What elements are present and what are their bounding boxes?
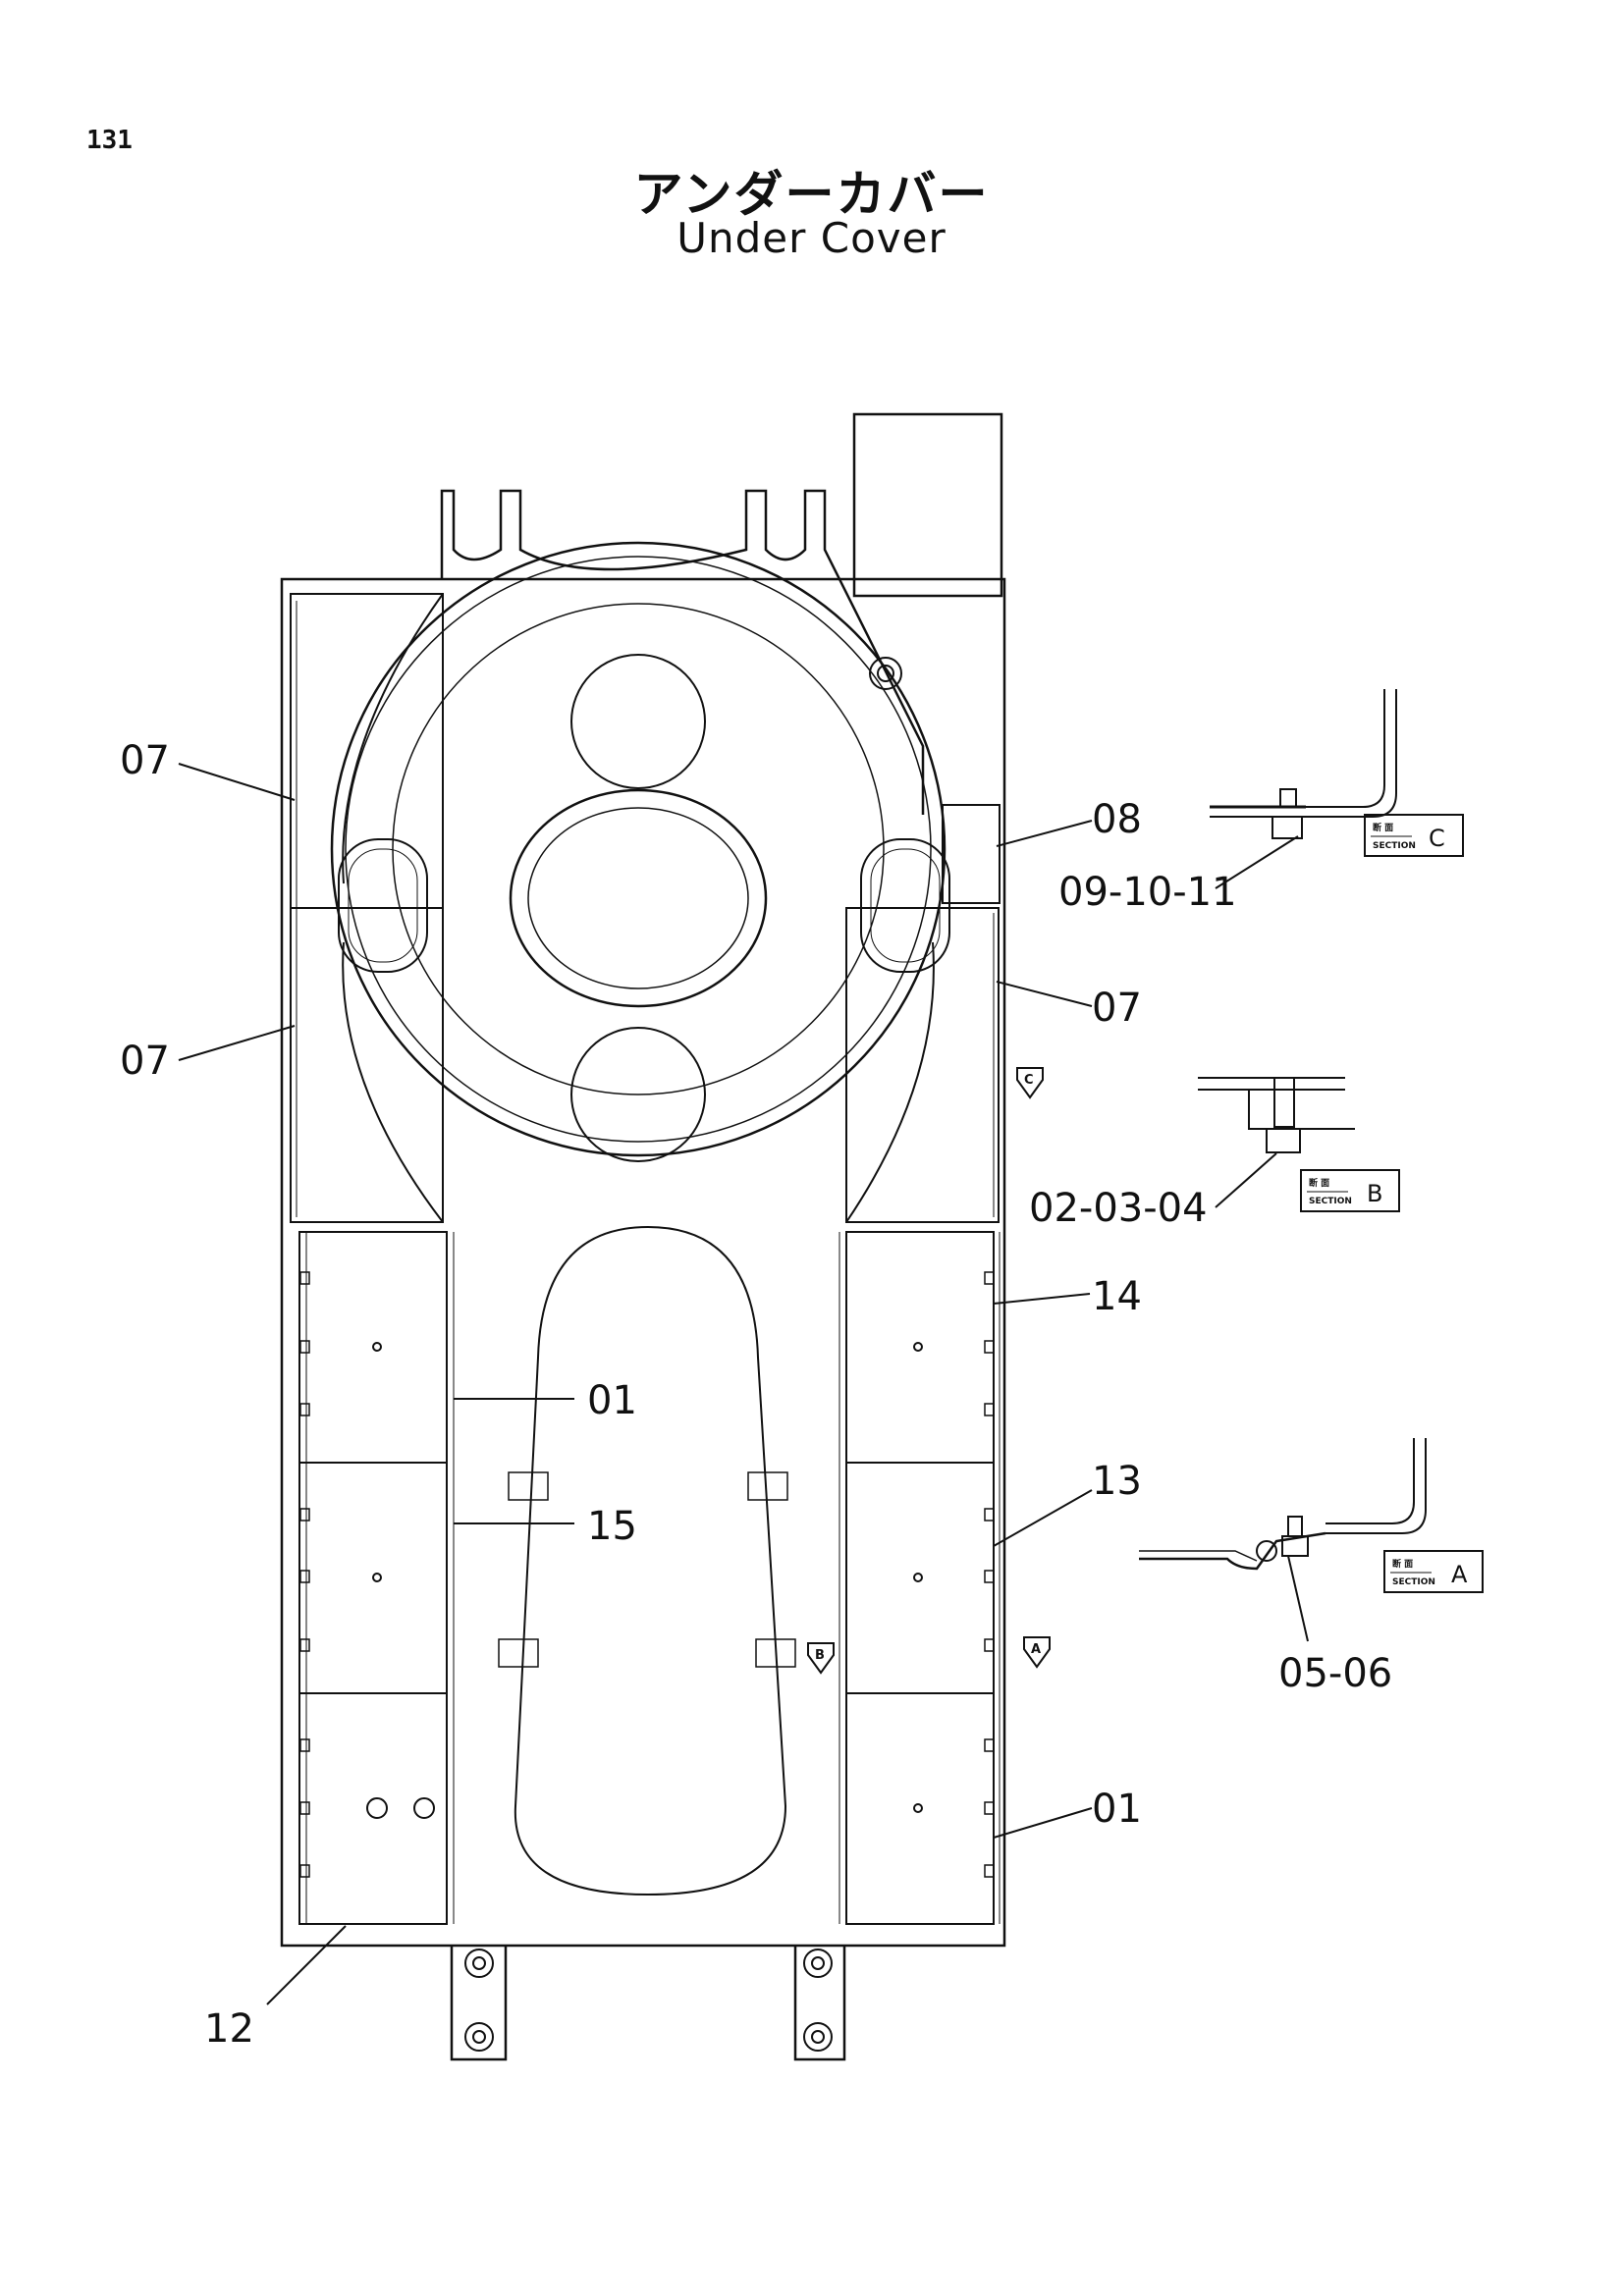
callout-15: 15 (587, 1504, 637, 1549)
callout-12: 12 (204, 2006, 254, 2052)
left-lower-covers (298, 1231, 455, 1925)
section-b-kanji: 断 面 (1309, 1177, 1329, 1189)
section-b-word: SECTION (1309, 1197, 1352, 1206)
view-arrow-c-letter: C (1024, 1073, 1034, 1088)
section-a-letter: A (1451, 1561, 1468, 1588)
callout-08: 08 (1092, 797, 1142, 842)
rear-lugs (450, 1946, 846, 2061)
callout-07-right: 07 (1092, 986, 1142, 1031)
view-arrow-a-letter: A (1031, 1642, 1041, 1657)
panel-clips (299, 1271, 995, 1878)
callouts: 07 07 08 07 09-10-11 02-03-04 14 01 15 1… (120, 738, 1392, 2052)
left-upper-cover (290, 593, 444, 1223)
callout-07-lower-left: 07 (120, 1039, 170, 1084)
swing-circle (330, 541, 950, 1223)
page-title-english: Under Cover (676, 214, 947, 262)
section-label-c: 断 面 SECTION C (1364, 814, 1464, 857)
section-a-detail (1139, 1438, 1427, 1571)
section-c-letter: C (1429, 825, 1445, 852)
callout-13: 13 (1092, 1459, 1142, 1504)
callout-05-06: 05-06 (1278, 1651, 1392, 1696)
section-c-kanji: 断 面 (1373, 822, 1393, 833)
section-b-letter: B (1367, 1180, 1382, 1207)
callout-14: 14 (1092, 1274, 1142, 1319)
section-a-word: SECTION (1392, 1577, 1435, 1587)
section-label-b: 断 面 SECTION B (1300, 1169, 1400, 1212)
view-arrow-c: C (1016, 1067, 1044, 1099)
callout-02-03-04: 02-03-04 (1029, 1186, 1208, 1231)
section-c-detail (1210, 689, 1397, 839)
view-arrow-b-letter: B (815, 1648, 825, 1663)
section-a-kanji: 断 面 (1392, 1558, 1413, 1570)
callout-01-center: 01 (587, 1378, 637, 1423)
leader-lines (178, 763, 1309, 2005)
section-label-a: 断 面 SECTION A (1383, 1550, 1484, 1593)
page-number: 131 (86, 126, 133, 155)
right-upper-cover (845, 907, 1000, 1223)
callout-07-upper-left: 07 (120, 738, 170, 783)
callout-09-10-11: 09-10-11 (1058, 870, 1237, 915)
section-b-detail (1198, 1077, 1355, 1153)
center-opening (498, 1225, 796, 1896)
callout-01-right: 01 (1092, 1787, 1142, 1832)
page-title-japanese: アンダーカバー (633, 166, 990, 223)
right-lower-covers (839, 1231, 1001, 1925)
section-c-word: SECTION (1373, 841, 1416, 851)
main-frame (280, 412, 1006, 1948)
view-arrow-a: A (1023, 1636, 1051, 1669)
view-arrow-b: B (807, 1642, 835, 1675)
